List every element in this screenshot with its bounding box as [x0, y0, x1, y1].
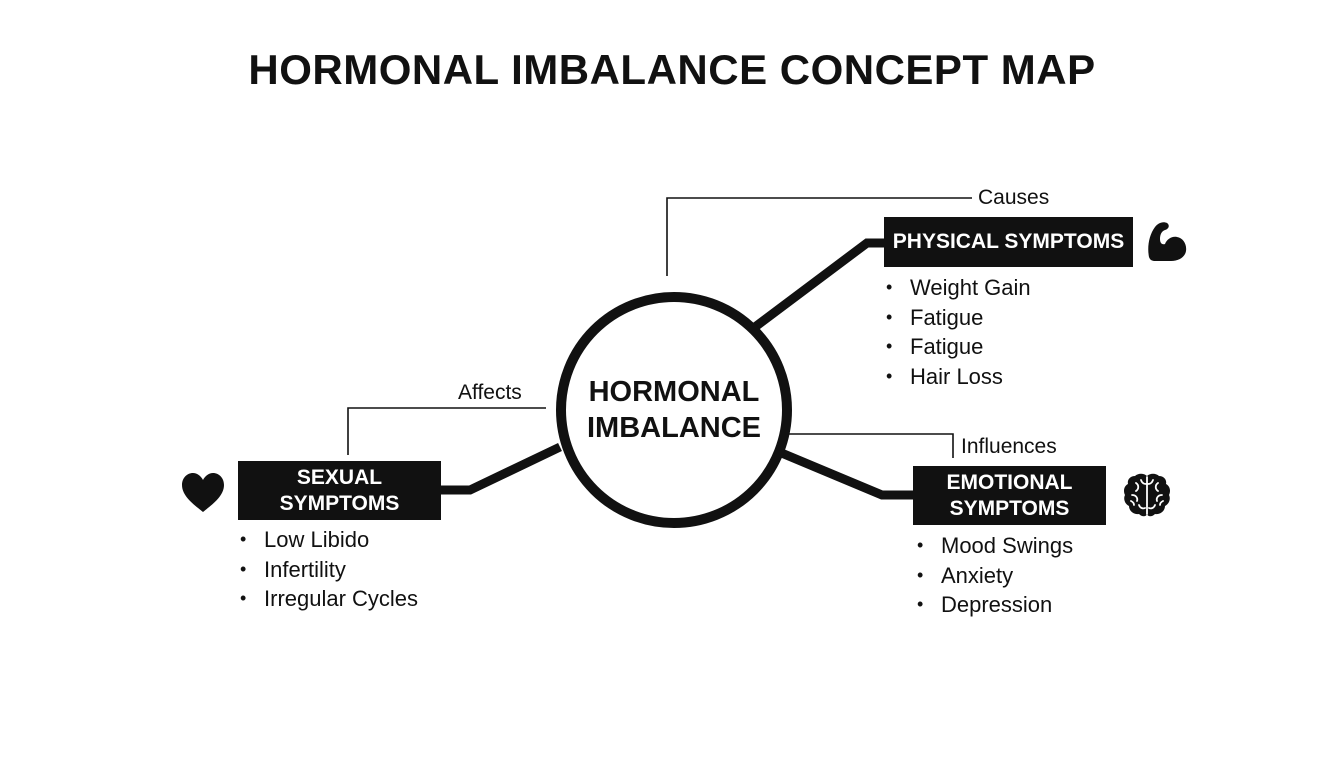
emotional-symptoms-label-line-2: SYMPTOMS — [949, 496, 1070, 520]
sexual-symptoms-box: SEXUAL SYMPTOMS — [238, 461, 441, 520]
page-title: HORMONAL IMBALANCE CONCEPT MAP — [248, 46, 1096, 93]
affects-leader-line — [347, 407, 546, 455]
list-item: Infertility — [240, 555, 418, 585]
list-item: Fatigue — [886, 303, 1031, 333]
physical-symptoms-list: Weight Gain Fatigue Fatigue Hair Loss — [886, 273, 1031, 391]
physical-branch-line — [752, 238, 884, 331]
list-item: Fatigue — [886, 332, 1031, 362]
sexual-symptoms-label-line-1: SEXUAL — [296, 465, 383, 489]
list-item: Depression — [917, 590, 1073, 620]
list-item: Low Libido — [240, 525, 418, 555]
emotional-symptoms-box: EMOTIONAL SYMPTOMS — [913, 466, 1106, 525]
list-item: Weight Gain — [886, 273, 1031, 303]
heart-icon — [182, 473, 224, 512]
emotional-symptoms-list: Mood Swings Anxiety Depression — [917, 531, 1073, 620]
emotional-symptoms-label-line-1: EMOTIONAL — [946, 470, 1073, 494]
central-node-line-1: HORMONAL — [588, 376, 760, 408]
physical-symptoms-box: PHYSICAL SYMPTOMS — [884, 217, 1133, 267]
influences-leader-line — [788, 433, 954, 458]
list-item: Hair Loss — [886, 362, 1031, 392]
sexual-branch-line — [441, 442, 562, 495]
list-item: Mood Swings — [917, 531, 1073, 561]
flexed-bicep-icon — [1148, 222, 1187, 261]
physical-symptoms-label: PHYSICAL SYMPTOMS — [892, 230, 1125, 253]
edge-label-affects: Affects — [458, 381, 522, 404]
central-node-line-2: IMBALANCE — [587, 412, 761, 444]
edge-label-causes: Causes — [978, 186, 1050, 209]
central-node-hormonal-imbalance: HORMONAL IMBALANCE — [556, 292, 792, 528]
sexual-symptoms-list: Low Libido Infertility Irregular Cycles — [240, 525, 418, 614]
causes-leader-line — [666, 197, 972, 276]
brain-icon — [1124, 473, 1170, 517]
emotional-branch-line — [770, 444, 913, 500]
sexual-symptoms-label-line-2: SYMPTOMS — [279, 491, 400, 515]
list-item: Anxiety — [917, 561, 1073, 591]
list-item: Irregular Cycles — [240, 584, 418, 614]
edge-label-influences: Influences — [961, 435, 1057, 458]
